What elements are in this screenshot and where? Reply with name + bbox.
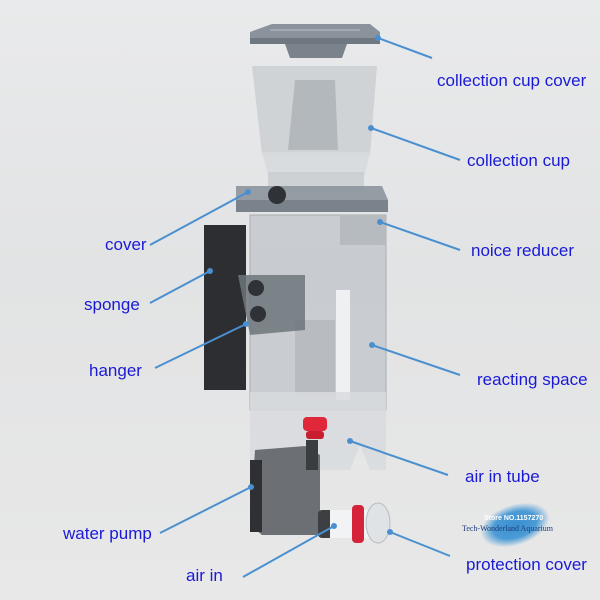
cover-part xyxy=(236,186,388,212)
label-collection-cup: collection cup xyxy=(467,151,571,170)
label-protection-cover: protection cover xyxy=(466,555,587,574)
red-connector-part xyxy=(303,417,327,439)
label-noice-reducer: noice reducer xyxy=(471,241,575,260)
hanger-part xyxy=(238,275,305,335)
collection-cup-part xyxy=(252,66,377,192)
label-air-in-tube: air in tube xyxy=(465,467,540,486)
label-cover: cover xyxy=(105,235,147,254)
water-pump-part xyxy=(250,440,391,544)
watermark-store-name: Tech-Wonderland Aquarium xyxy=(462,524,553,533)
label-collection-cup-cover: collection cup cover xyxy=(437,71,587,90)
label-water-pump: water pump xyxy=(63,524,152,543)
leader-lines xyxy=(149,35,461,578)
watermark-store-number: Store NO.1157270 xyxy=(484,515,544,522)
store-watermark: Store NO.1157270 Tech-Wonderland Aquariu… xyxy=(462,495,582,555)
collection-cup-cover-part xyxy=(250,24,380,58)
label-reacting-space: reacting space xyxy=(477,370,588,389)
sponge-part xyxy=(204,225,246,390)
label-air-in: air in xyxy=(186,566,223,585)
label-hanger: hanger xyxy=(89,361,142,380)
label-sponge: sponge xyxy=(84,295,140,314)
